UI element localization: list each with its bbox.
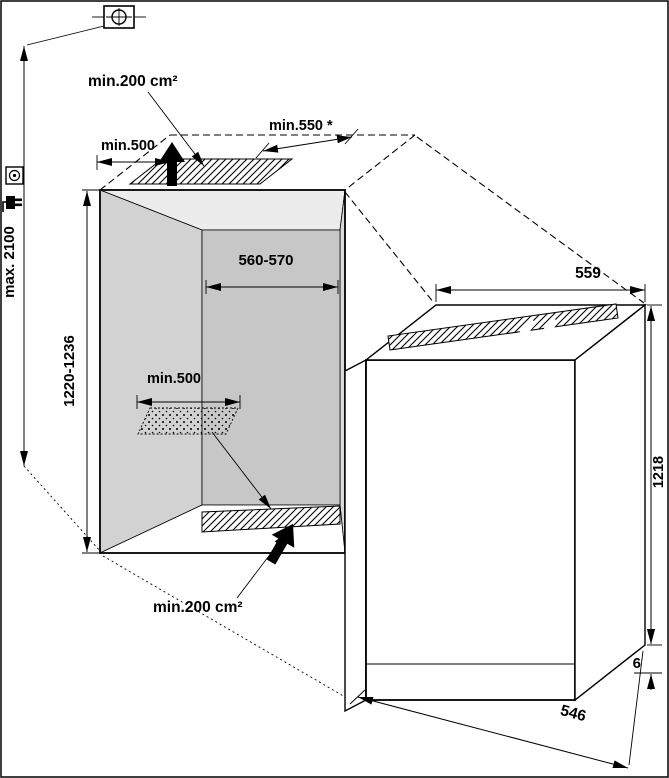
plug-pin-bottom xyxy=(15,203,22,207)
dim-ext xyxy=(628,650,644,766)
projection-line-back xyxy=(416,136,645,304)
dim-appliance-height: 1218 xyxy=(647,304,667,646)
power-plug-icon xyxy=(2,196,22,212)
dim-label-bottom-gap: 6 xyxy=(633,655,641,672)
appliance-door-edge xyxy=(344,358,367,713)
dim-label-niche-height: 1220-1236 xyxy=(61,335,78,407)
power-socket-icon xyxy=(5,166,24,185)
dim-label-top-clearance: min.500 xyxy=(101,138,155,154)
appliance-top-grille xyxy=(387,303,619,351)
callout-bottom-vent: min.200 cm² xyxy=(153,531,288,616)
dim-label-appliance-depth: 546 xyxy=(558,702,588,725)
label-bottom-vent-area: min.200 cm² xyxy=(153,599,243,616)
dim-niche-depth: min.550 * xyxy=(255,118,359,159)
label-top-vent-area: min.200 cm² xyxy=(88,73,178,90)
dim-appliance-depth: 546 xyxy=(349,650,644,769)
projection-line-top xyxy=(344,191,435,304)
appliance-right-face xyxy=(574,303,646,702)
leader-bottom-vent xyxy=(236,531,288,599)
dim-bottom-gap: 6 xyxy=(633,628,662,690)
dim-label-niche-width: 560-570 xyxy=(238,252,293,269)
plug-cord xyxy=(2,201,6,212)
socket-circle xyxy=(8,169,21,182)
dim-label-appliance-width: 559 xyxy=(575,265,601,282)
dim-line xyxy=(262,135,353,153)
dim-top-clearance: min.500 xyxy=(96,138,171,170)
floor-reference-line-bottom xyxy=(102,555,353,702)
leader-top-vent xyxy=(147,91,205,167)
dim-line xyxy=(357,696,629,769)
bottom-vent-hatch xyxy=(201,505,341,533)
callout-top-vent: min.200 cm² xyxy=(88,73,205,167)
dim-ext xyxy=(349,689,366,705)
dim-label-socket-max-height: max. 2100 xyxy=(1,226,18,298)
airflow-out-arrow xyxy=(159,142,185,186)
dim-label-floor-clearance: min.500 xyxy=(147,371,201,387)
plug-body xyxy=(6,196,15,209)
grille-mark-2 xyxy=(541,318,559,336)
niche-top-edge-right xyxy=(344,134,416,191)
leader-floor-zone xyxy=(211,431,272,510)
mains-junction-box-icon xyxy=(92,5,146,29)
dim-niche-width: 560-570 xyxy=(205,252,339,294)
grille-mark-1 xyxy=(516,319,537,340)
appliance-front-face xyxy=(365,359,576,701)
plug-pin-top xyxy=(15,198,22,202)
appliance-drawing xyxy=(344,303,648,713)
dim-label-niche-depth: min.550 * xyxy=(269,118,333,134)
dim-floor-clearance: min.500 xyxy=(136,371,272,510)
socket-dot xyxy=(12,173,17,178)
floor-clearance-zone xyxy=(137,407,239,435)
niche-back-wall xyxy=(201,229,341,506)
dim-niche-height: 1220-1236 xyxy=(61,189,99,554)
dim-label-appliance-height: 1218 xyxy=(651,456,667,488)
dim-socket-max-height: max. 2100 xyxy=(1,25,105,466)
dim-appliance-width: 559 xyxy=(435,265,646,302)
dim-ext xyxy=(26,25,105,46)
